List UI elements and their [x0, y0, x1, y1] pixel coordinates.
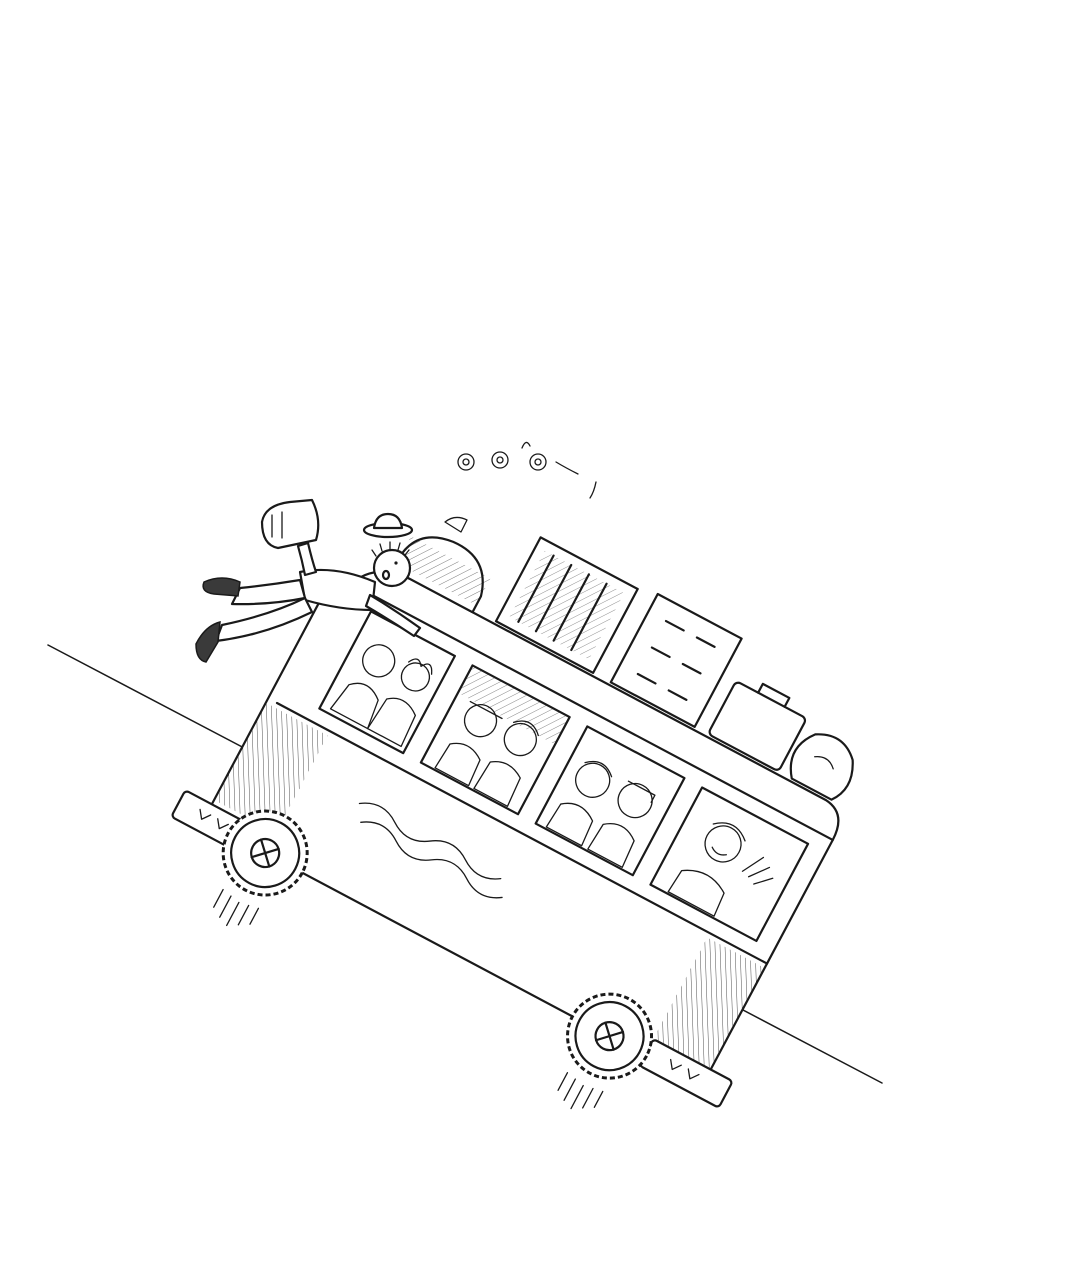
bus-window-3: [534, 725, 686, 877]
briefcase-icon: [260, 498, 320, 550]
hat-icon: [362, 512, 414, 539]
bus-window-2: [419, 664, 571, 816]
bus-window-4: [649, 786, 810, 943]
front-wheel-icon: [221, 809, 309, 897]
luggage-icon: [391, 536, 854, 801]
rear-wheel-icon: [566, 992, 654, 1080]
flying-objects: [444, 441, 597, 533]
bus-side-stripe: [358, 802, 503, 899]
mattress: [609, 592, 743, 728]
falling-man-icon: [195, 498, 422, 663]
sack: [789, 733, 854, 801]
bus-icon: [171, 536, 854, 1110]
suitcase: [708, 681, 807, 771]
